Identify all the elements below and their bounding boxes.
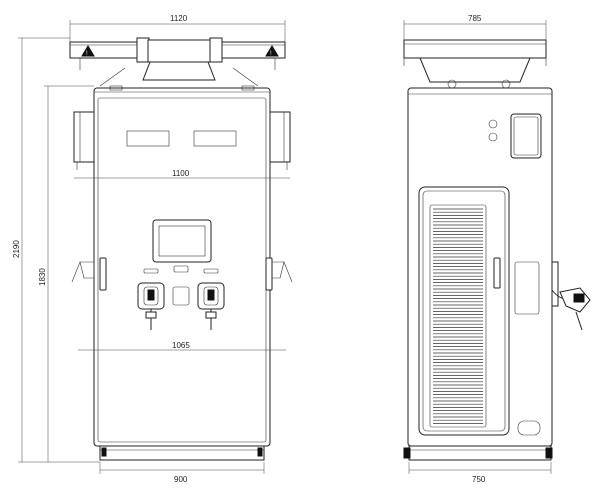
- front-side-bracket-left: [71, 261, 95, 283]
- dim-side-overall-width: 785: [468, 14, 482, 23]
- side-canopy: [403, 39, 547, 89]
- side-door-handle: [493, 257, 501, 289]
- svg-text:!: !: [270, 51, 272, 57]
- front-side-holder-right: [269, 111, 291, 170]
- side-indicator-1: [488, 119, 498, 129]
- front-dimensions: [18, 20, 290, 474]
- charging-cable-icon: [137, 282, 165, 330]
- warning-triangle-icon: !: [81, 45, 95, 57]
- svg-text:!: !: [86, 51, 88, 57]
- front-indicator-right: [203, 268, 219, 274]
- dim-front-base-width: 900: [174, 475, 188, 484]
- charging-cable-icon: [551, 261, 591, 331]
- dim-front-inner-width-upper: 1100: [172, 169, 190, 178]
- front-canopy: [69, 37, 286, 87]
- front-base: [99, 445, 265, 461]
- dim-front-body-height: 1830: [38, 268, 47, 286]
- side-indicator-2: [488, 132, 498, 142]
- warning-triangle-icon: !: [265, 45, 279, 57]
- front-card-reader: [172, 286, 190, 306]
- side-base: [403, 445, 553, 461]
- dim-side-base-width: 750: [472, 475, 486, 484]
- front-indicator-left: [143, 268, 159, 274]
- side-bottom-window: [517, 420, 541, 436]
- side-dimensions: [403, 20, 552, 474]
- dim-front-overall-height: 2190: [12, 240, 21, 258]
- front-display-window-left: [126, 130, 170, 147]
- side-vent-grille: [429, 204, 487, 428]
- front-door-handle-left: [99, 257, 107, 291]
- front-display-window-right: [193, 130, 237, 147]
- front-indicator-center: [173, 265, 189, 273]
- front-door-handle-right: [265, 257, 273, 291]
- dim-front-inner-width-lower: 1065: [172, 341, 190, 350]
- front-view: ! !: [69, 37, 293, 461]
- front-side-bracket-right: [269, 261, 293, 283]
- side-upper-window: [510, 113, 542, 159]
- front-touchscreen: [152, 219, 212, 263]
- side-door: [418, 186, 510, 436]
- dim-front-overall-width: 1120: [170, 14, 188, 23]
- side-view: [403, 39, 591, 461]
- charging-cable-icon: [197, 282, 225, 330]
- front-side-holder-left: [73, 111, 95, 170]
- side-rear-panel: [514, 261, 540, 315]
